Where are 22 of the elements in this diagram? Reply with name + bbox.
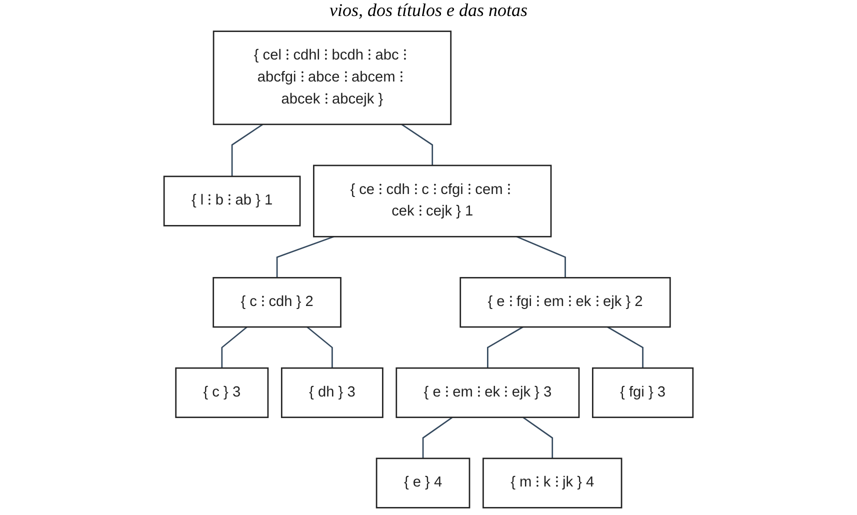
node-box: { l ⁝ b ⁝ ab } 1 — [163, 176, 301, 226]
node-box: { e ⁝ fgi ⁝ em ⁝ ek ⁝ ejk } 2 — [460, 277, 671, 328]
connector — [276, 236, 334, 278]
node-box: { c } 3 — [175, 367, 269, 418]
connector — [487, 326, 524, 368]
node-box: { cel ⁝ cdhl ⁝ bcdh ⁝ abc ⁝ abcfgi ⁝ abce ⁝ abcem ⁝ abcek ⁝ abcejk } — [212, 30, 452, 126]
node-box: { ce ⁝ cdh ⁝ c ⁝ cfgi ⁝ cem ⁝ cek ⁝ cejk } 1 — [313, 164, 552, 238]
node-box: { m ⁝ k ⁝ jk } 4 — [482, 458, 622, 508]
node-box: { c ⁝ cdh } 2 — [212, 277, 342, 328]
note-text: vios, dos títulos e das notas — [329, 0, 528, 20]
connector — [516, 236, 566, 278]
connector — [231, 124, 264, 176]
node-box: { e ⁝ em ⁝ ek ⁝ ejk } 3 — [396, 367, 580, 418]
connector — [607, 326, 644, 368]
node-box: { fgi } 3 — [592, 367, 694, 418]
connector — [221, 326, 248, 368]
node-box: { dh } 3 — [280, 367, 384, 418]
connector — [422, 416, 453, 458]
node-box: { e } 4 — [376, 458, 470, 508]
connector — [306, 326, 333, 368]
connector — [522, 416, 554, 458]
connector — [401, 124, 434, 166]
